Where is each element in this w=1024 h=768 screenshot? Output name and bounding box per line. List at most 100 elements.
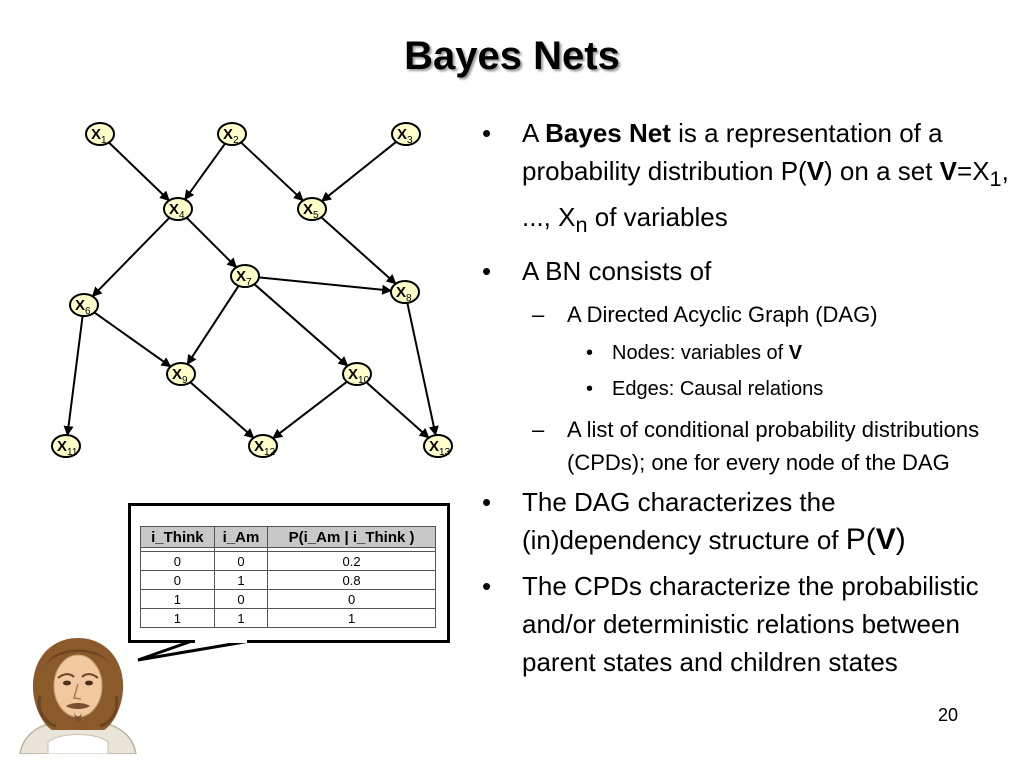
node-x3: X3 xyxy=(391,122,421,146)
node-shape xyxy=(166,362,196,386)
bullet-list: • A Bayes Net is a representation of a p… xyxy=(482,114,1012,689)
bullet-bold-text: V xyxy=(806,156,825,186)
table-cell: 1 xyxy=(213,570,269,590)
node-x7: X7 xyxy=(230,264,260,288)
edge-x7-x9 xyxy=(186,285,240,366)
node-x10: X10 xyxy=(342,362,372,386)
node-shape xyxy=(248,434,278,458)
descartes-portrait xyxy=(19,638,137,754)
edge-x2-x4 xyxy=(184,142,226,201)
node-label: X13 xyxy=(429,438,451,458)
graph-edges xyxy=(63,141,439,440)
bullet-marker: • xyxy=(482,571,492,602)
edge-x10-x13 xyxy=(365,381,430,439)
node-shape xyxy=(297,197,327,221)
node-x5: X5 xyxy=(297,197,327,221)
bullet-text: ) xyxy=(895,523,906,557)
node-x12: X12 xyxy=(248,434,278,458)
bullet-marker: • xyxy=(586,342,594,365)
node-label: X6 xyxy=(75,297,91,317)
edge-x9-x12 xyxy=(189,381,255,439)
bullet-dag-characterizes: • The DAG characterizes the (in)dependen… xyxy=(482,483,1012,559)
node-shape xyxy=(85,122,115,146)
bullet-text: P( xyxy=(845,523,876,557)
dash-marker: – xyxy=(532,302,545,328)
bullet-cpds-characterize: • The CPDs characterize the probabilisti… xyxy=(482,567,1012,681)
table-cell: 0 xyxy=(267,589,436,609)
node-x2: X2 xyxy=(217,122,247,146)
bullet-text: ) on a set xyxy=(824,156,940,186)
node-shape xyxy=(69,293,99,317)
node-x6: X6 xyxy=(69,293,99,317)
table-cell: 1 xyxy=(267,608,436,628)
table-cell: 1 xyxy=(213,608,269,628)
callout-pointer-joint xyxy=(195,639,247,643)
table-cell: 0.8 xyxy=(267,570,436,590)
table-cell: 1 xyxy=(140,608,215,628)
bullet-text: Edges: Causal relations xyxy=(612,378,824,401)
edge-x7-x10 xyxy=(253,283,349,367)
edge-x1-x4 xyxy=(108,141,170,202)
bullet-text: of variables xyxy=(587,202,728,233)
table-cell: 0 xyxy=(213,589,269,609)
edge-x5-x8 xyxy=(320,216,397,285)
subsubbullet-edges: • Edges: Causal relations xyxy=(482,371,1012,407)
table-cell: 0 xyxy=(140,551,215,571)
cpd-header-cell: i_Think xyxy=(140,526,215,548)
node-x13: X13 xyxy=(423,434,453,458)
bullet-marker: • xyxy=(586,378,594,401)
bullet-marker: • xyxy=(482,118,492,148)
page-number: 20 xyxy=(938,705,959,725)
edge-x6-x9 xyxy=(93,311,172,368)
bullet-text: The CPDs characterize the probabilistic … xyxy=(522,571,979,678)
table-cell: 0 xyxy=(213,551,269,571)
bullet-text: A list of conditional probability distri… xyxy=(567,417,980,476)
table-cell: 1 xyxy=(140,589,215,609)
cpd-header-cell: P(i_Am | i_Think ) xyxy=(267,526,436,548)
node-shape xyxy=(51,434,81,458)
node-shape xyxy=(163,197,193,221)
table-cell: 0 xyxy=(140,570,215,590)
node-x9: X9 xyxy=(166,362,196,386)
dash-marker: – xyxy=(532,417,545,443)
bullet-text: is a representation of a probability dis… xyxy=(522,118,943,186)
bullet-bayes-net-definition: • A Bayes Net is a representation of a p… xyxy=(482,114,1012,244)
node-shape xyxy=(423,434,453,458)
bullet-bold-text: Bayes Net xyxy=(545,118,671,148)
edge-x4-x7 xyxy=(185,216,238,269)
node-label: X12 xyxy=(254,438,276,458)
edge-x6-x11 xyxy=(63,315,84,437)
node-label: X1 xyxy=(91,126,107,146)
node-label: X9 xyxy=(172,366,188,386)
node-x8: X8 xyxy=(390,280,420,304)
bullet-text: A Directed Acyclic Graph (DAG) xyxy=(567,302,878,328)
subsubbullet-nodes: • Nodes: variables of V xyxy=(482,335,1012,371)
node-label: X11 xyxy=(57,438,78,458)
bullet-text: A BN consists of xyxy=(522,256,712,287)
edge-x3-x5 xyxy=(321,141,397,202)
bullet-text: The DAG characterizes the (in)dependency… xyxy=(522,487,846,556)
node-shape xyxy=(391,122,421,146)
bullet-bold-text: V xyxy=(875,523,896,557)
subbullet-cpds: – A list of conditional probability dist… xyxy=(482,413,1012,479)
bullet-subscript: n xyxy=(575,212,588,238)
bullet-bold-text: V xyxy=(939,156,958,186)
node-label: X7 xyxy=(236,268,252,288)
node-label: X10 xyxy=(348,366,370,386)
edge-x8-x13 xyxy=(406,302,439,437)
edge-x4-x6 xyxy=(91,217,171,297)
node-label: X3 xyxy=(397,126,413,146)
edge-x7-x8 xyxy=(258,276,393,295)
node-label: X2 xyxy=(223,126,239,146)
node-label: X5 xyxy=(303,201,319,221)
node-shape xyxy=(217,122,247,146)
slide-title: Bayes Nets xyxy=(404,34,620,78)
edge-x2-x5 xyxy=(240,141,304,202)
node-label: X4 xyxy=(169,201,185,221)
